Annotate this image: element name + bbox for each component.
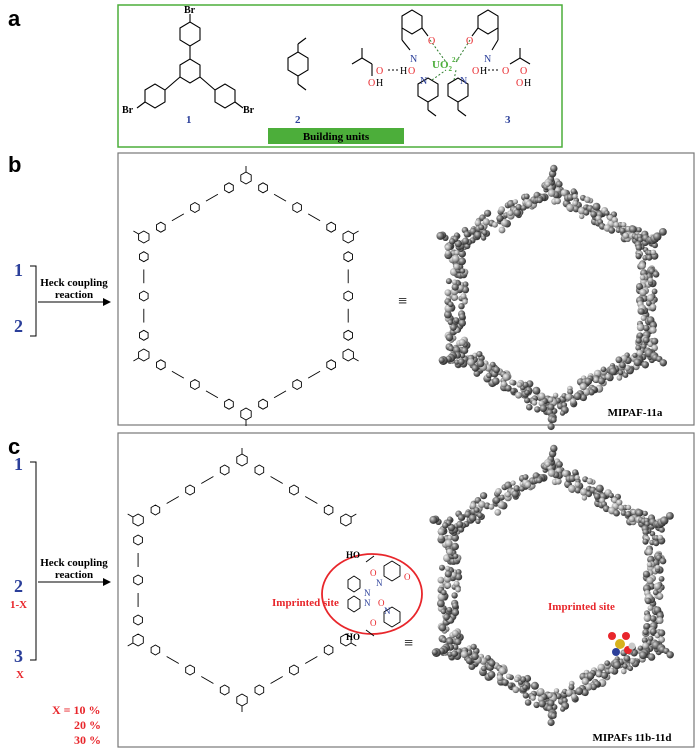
unit-3-atom-n1: N xyxy=(410,54,417,65)
panel-c-spacefill-model xyxy=(429,444,674,727)
unit-1-br-left: Br xyxy=(122,105,134,116)
panel-b-material-label: MIPAF-11a xyxy=(608,407,663,419)
panel-c-imprinted-site-model xyxy=(608,632,636,656)
unit-3-atom-n2: N xyxy=(420,76,427,87)
unit-3-atom-o7: O xyxy=(502,66,509,77)
panel-c-site-atom-4: O xyxy=(404,572,411,582)
unit-2-number: 2 xyxy=(295,114,301,126)
panel-b-letter: b xyxy=(8,152,21,177)
panel-c-reaction-line2: reaction xyxy=(55,569,93,581)
unit-1-structure xyxy=(136,14,244,109)
panel-c-x-value-1: X = 10 % xyxy=(52,703,101,717)
panel-c-site-atom-8: N xyxy=(384,606,391,616)
unit-2-structure xyxy=(287,37,309,91)
panel-b-reaction-line1: Heck coupling xyxy=(40,277,108,289)
panel-b-reaction-line2: reaction xyxy=(55,289,93,301)
building-units-label: Building units xyxy=(303,131,370,143)
panel-c-equiv: ≡ xyxy=(404,635,413,652)
panel-c-site-atom-3: N xyxy=(376,578,383,588)
panel-a-frame xyxy=(117,4,563,148)
unit-3-number: 3 xyxy=(505,114,511,126)
panel-c-model-imprinted-label: Imprinted site xyxy=(548,601,615,613)
unit-3-atom-o4: O xyxy=(368,78,375,89)
panel-b-equiv: ≡ xyxy=(398,293,407,310)
panel-c-reactant-1: 1 xyxy=(14,454,23,474)
panel-c-reactant-2-fraction: 1-X xyxy=(10,599,27,611)
unit-3-atom-o3: O xyxy=(376,66,383,77)
panel-c-hexagon-structure xyxy=(127,448,357,712)
unit-3-atom-o1: O xyxy=(428,36,435,47)
panel-b-reactant-1: 1 xyxy=(14,260,23,280)
panel-a-letter: a xyxy=(8,6,21,31)
panel-c-site-atom-1: HO xyxy=(346,550,360,560)
panel-c-site-atom-2: O xyxy=(370,568,377,578)
unit-1-br-right: Br xyxy=(243,105,255,116)
panel-c-site-atom-9: O xyxy=(370,618,377,628)
panel-c-imprinted-site-label: Imprinted site xyxy=(272,597,339,609)
panel-b-hexagon-structure xyxy=(133,166,359,426)
unit-1-br-top: Br xyxy=(184,5,196,16)
unit-3-atom-o8: O xyxy=(520,66,527,77)
panel-c-material-label: MIPAFs 11b-11d xyxy=(593,732,672,744)
panel-b-spacefill-model xyxy=(436,164,667,431)
panel-b-reactant-2: 2 xyxy=(14,316,23,336)
unit-3-coordination-bonds xyxy=(388,39,500,81)
unit-3-atom-o2: O xyxy=(408,66,415,77)
unit-3-atom-h4: H xyxy=(524,78,531,89)
unit-3-atom-h1: H xyxy=(400,66,407,77)
panel-c-reactant-3: 3 xyxy=(14,646,23,666)
panel-c-site-atom-7: O xyxy=(378,598,385,608)
building-units-banner xyxy=(268,128,404,144)
unit-3-uranyl: UO22+ xyxy=(432,56,460,73)
panel-c-imprinted-site-structure xyxy=(347,555,401,637)
unit-1-number: 1 xyxy=(186,114,192,126)
panel-c-reactant-2: 2 xyxy=(14,576,23,596)
panel-c-site-atom-5: N xyxy=(364,588,371,598)
panel-c-frame xyxy=(117,432,695,748)
unit-3-atom-n4: N xyxy=(460,76,467,87)
panel-c-reactant-3-fraction: X xyxy=(16,669,24,681)
panel-c-site-atom-10: HO xyxy=(346,632,360,642)
panel-b-bracket xyxy=(30,265,37,337)
unit-3-structure xyxy=(351,9,531,117)
panel-c-bracket xyxy=(30,461,37,661)
panel-c-x-value-3: 30 % xyxy=(74,733,101,747)
panel-c-site-atom-6: N xyxy=(364,598,371,608)
unit-3-atom-o6: O xyxy=(472,66,479,77)
unit-3-atom-o9: O xyxy=(516,78,523,89)
panel-b-frame xyxy=(117,152,695,426)
panel-c-x-value-2: 20 % xyxy=(74,718,101,732)
unit-3-atom-o5: O xyxy=(466,36,473,47)
panel-c-letter: c xyxy=(8,434,20,459)
unit-3-atom-h2: H xyxy=(376,78,383,89)
unit-3-atom-h3: H xyxy=(480,66,487,77)
unit-3-atom-n3: N xyxy=(484,54,491,65)
panel-c-reaction-line1: Heck coupling xyxy=(40,557,108,569)
